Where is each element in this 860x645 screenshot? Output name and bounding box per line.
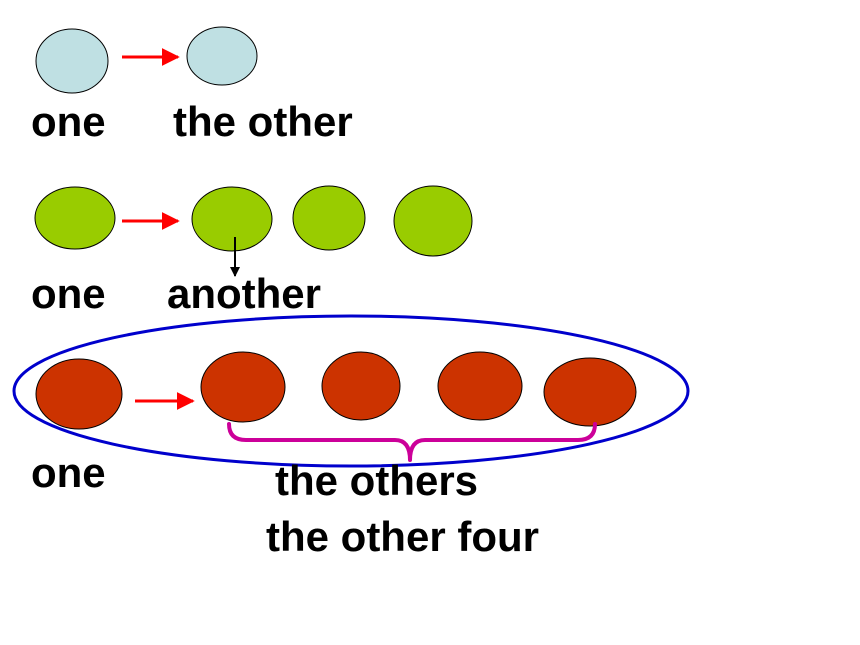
group-ellipse: [12, 314, 690, 468]
row1-circle-other: [186, 26, 258, 86]
row2-circle-4: [393, 185, 473, 257]
row2-label-another: another: [167, 270, 322, 317]
row-1: [35, 26, 258, 94]
row1-label-the-other: the other: [173, 98, 353, 145]
row2-label-one: one: [31, 270, 106, 317]
row2-circle-3: [292, 185, 366, 251]
row3-label-the-other-four: the other four: [266, 513, 539, 560]
row3-label-the-others: the others: [275, 457, 479, 504]
row3-circle-5: [543, 357, 637, 427]
row2-circle-another: [191, 186, 273, 252]
row-2: [34, 185, 473, 277]
curly-brace: [227, 422, 597, 462]
row3-circle-4: [437, 351, 523, 421]
row1-label-one: one: [31, 98, 106, 145]
row2-circle-one: [34, 186, 116, 250]
row3-circle-2: [200, 351, 286, 423]
row3-circle-3: [321, 351, 401, 421]
row-3: [12, 314, 690, 468]
row1-circle-one: [35, 28, 109, 94]
row3-label-one: one: [31, 449, 106, 496]
row3-circle-one: [35, 358, 123, 430]
